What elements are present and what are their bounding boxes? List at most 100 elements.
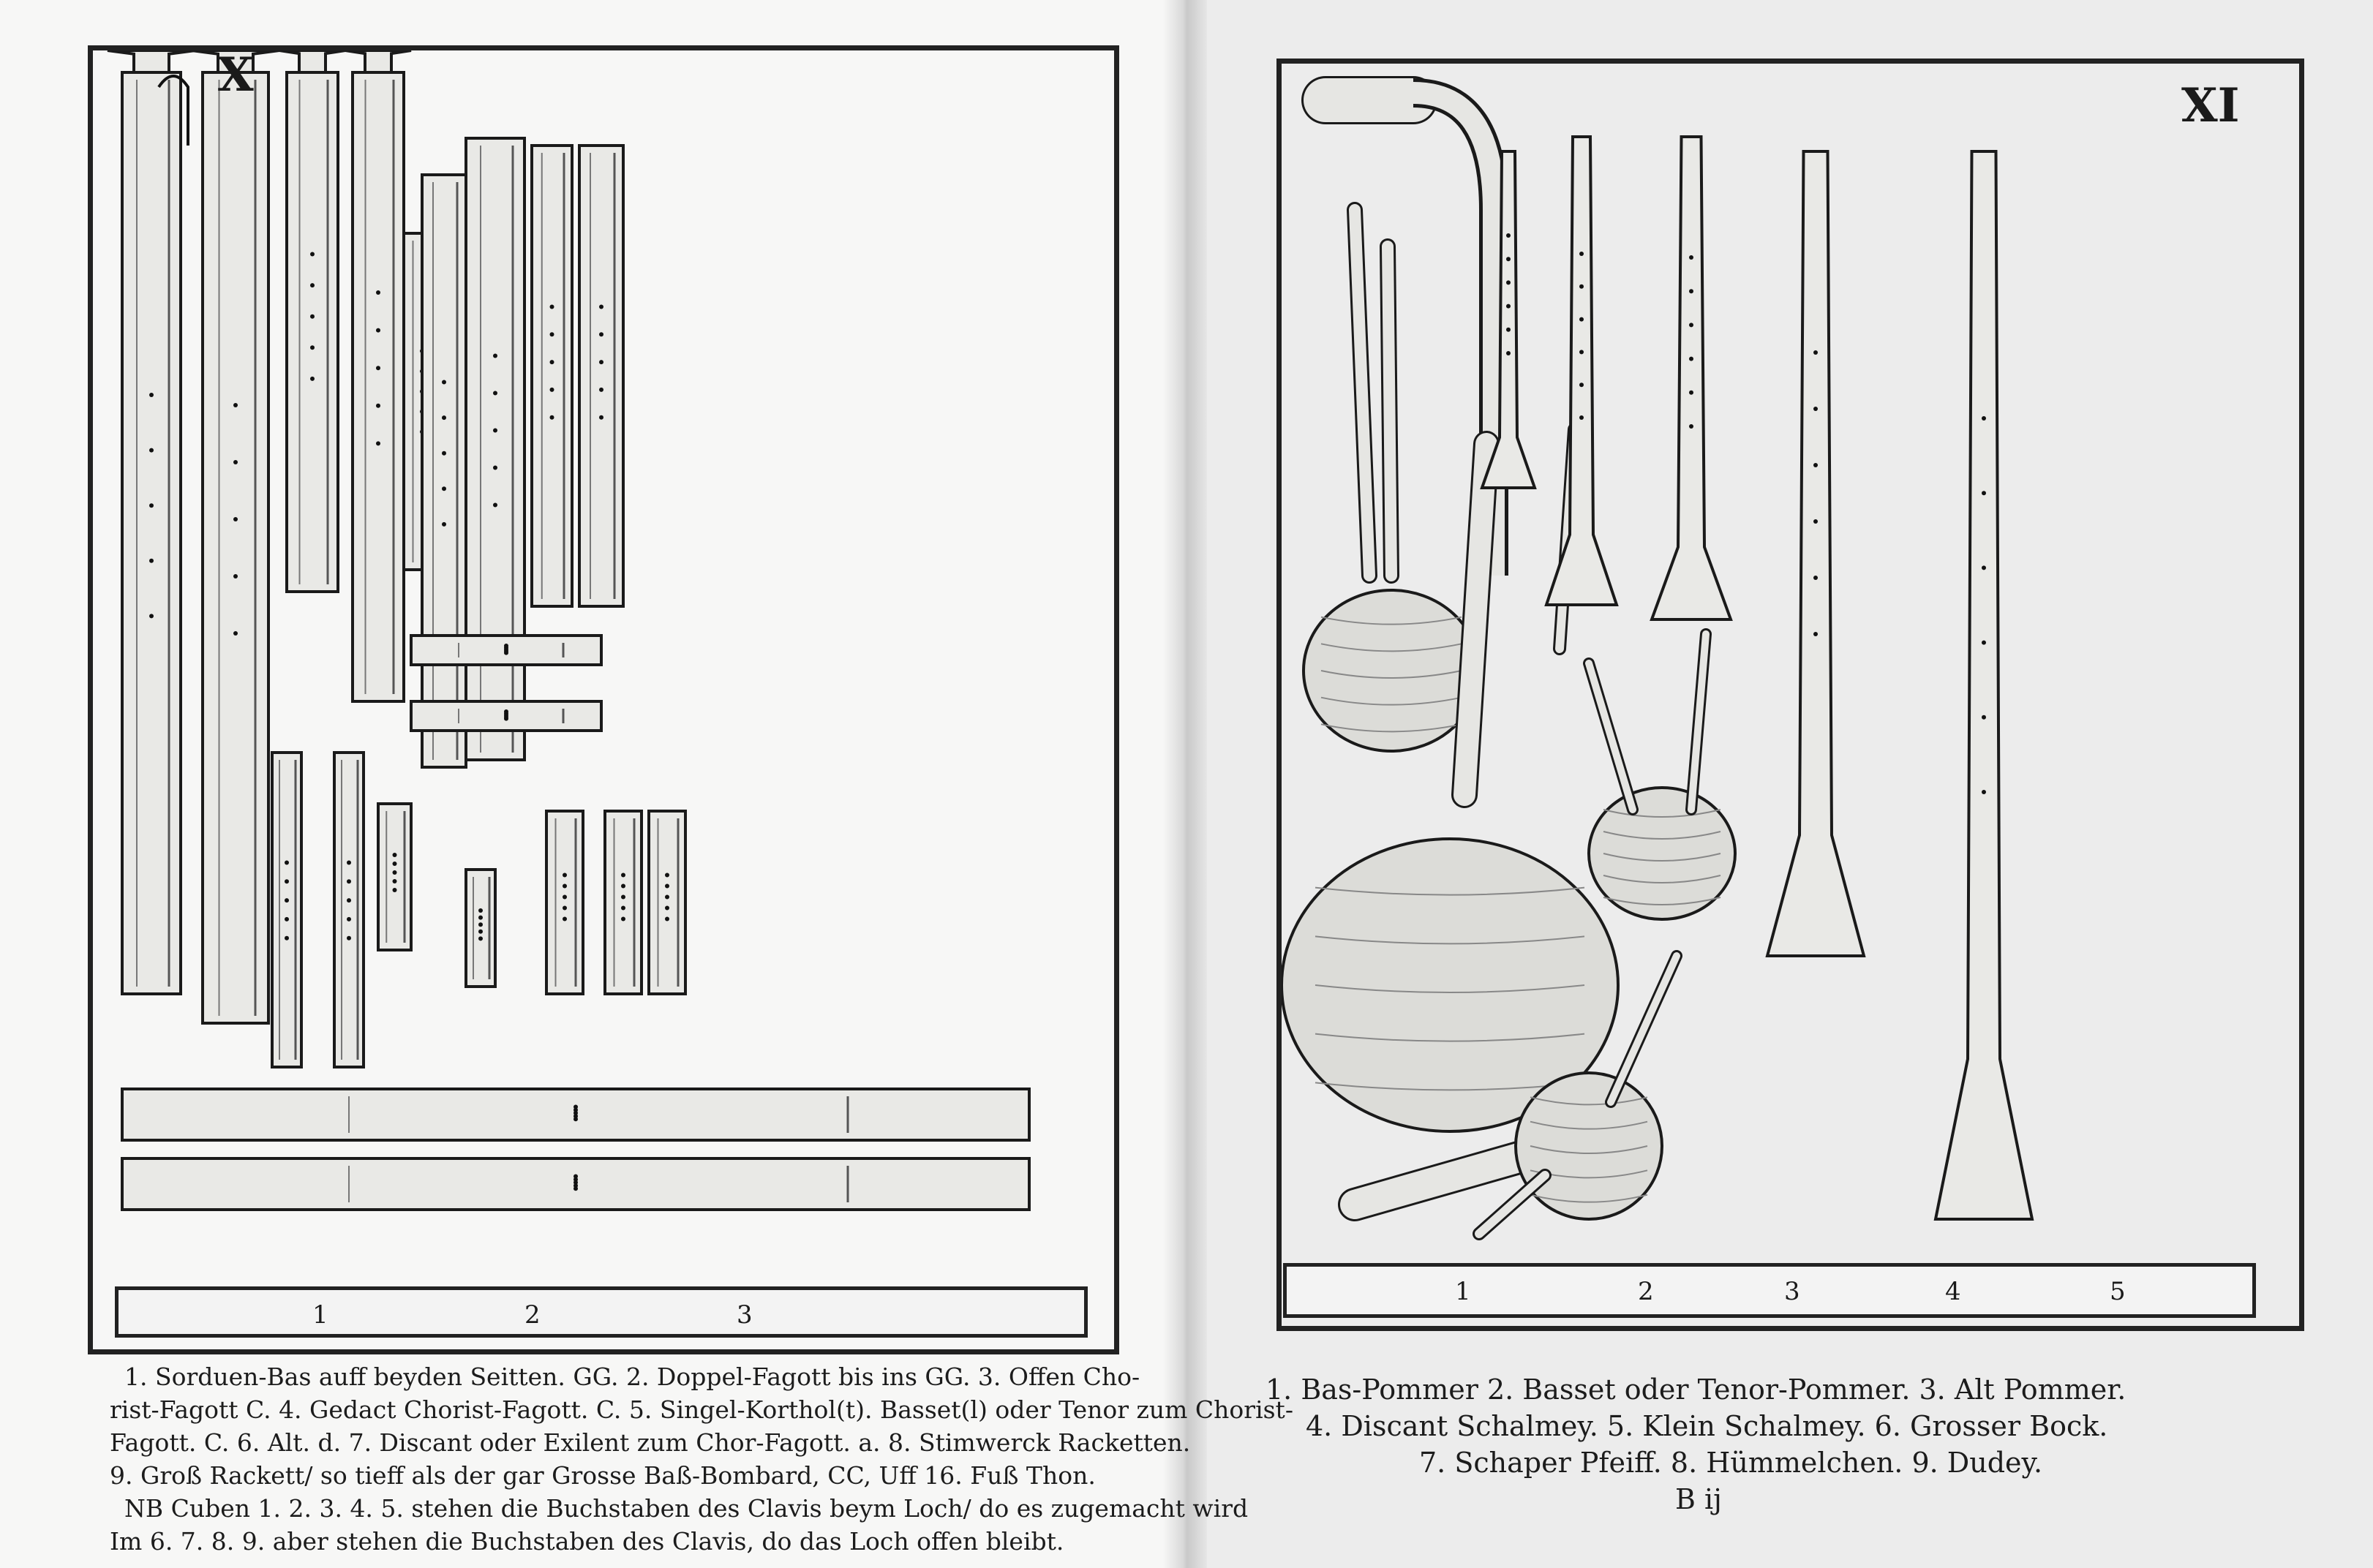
ruler-number: 1	[312, 1300, 328, 1330]
alto-bassoon-6-finger-hole	[285, 860, 289, 865]
discant-bassoon-7-finger-hole	[504, 650, 508, 655]
open-choir-bassoon-finger-hole	[310, 314, 315, 319]
hummelchen-drone-fill	[1607, 952, 1680, 1106]
sordun-bass	[121, 71, 182, 995]
open-choir-bassoon	[285, 71, 339, 593]
racket-8a-finger-hole	[392, 870, 397, 875]
plate-number: X	[217, 48, 254, 102]
alto-bassoon-6-finger-hole	[285, 898, 289, 903]
tenor-pommer-2-finger-hole	[1813, 350, 1818, 355]
plate-xi-frame: XI 1 2 3 4 5	[1276, 59, 2304, 1331]
korthol-5-finger-hole	[549, 332, 554, 337]
caption-line: Im 6. 7. 8. 9. aber stehen die Buchstabe…	[110, 1527, 1064, 1556]
bass-pommer-1-finger-hole	[1982, 491, 1986, 496]
korthol-5b-finger-hole	[599, 415, 603, 420]
scale-ruler: 1 2 3	[115, 1286, 1088, 1338]
racket-8a	[377, 802, 413, 951]
stopped-bassoon-2-finger-hole	[493, 353, 497, 358]
drone-7b-fill	[1382, 241, 1397, 581]
klein-schalmey-5-finger-hole	[1506, 280, 1511, 285]
alto-bassoon-6b	[333, 751, 365, 1068]
caption-line: rist-Fagott C. 4. Gedact Chorist-Fagott.…	[110, 1395, 1293, 1424]
racket-8b-finger-hole	[478, 908, 483, 913]
racket-8b-finger-hole	[478, 922, 483, 927]
double-bassoon-finger-hole	[233, 517, 238, 521]
bagpipe-bag-6-hatching	[1320, 696, 1462, 706]
chanter-pipe-fill	[1453, 433, 1497, 806]
racket-8c-finger-hole	[563, 883, 567, 889]
alto-bassoon-6b-finger-hole	[347, 916, 351, 921]
bass-pommer-1-finger-hole	[1982, 565, 1986, 570]
korthol-5b	[578, 144, 625, 608]
klein-schalmey-5-finger-hole	[1506, 327, 1511, 332]
alto-bassoon-6-finger-hole	[285, 879, 289, 884]
open-choir-bassoon-finger-hole	[310, 252, 315, 257]
alto-bassoon-6b-finger-hole	[347, 879, 351, 884]
klein-schalmey-5	[1480, 150, 1537, 489]
caption-line: 1. Bas-Pommer 2. Basset oder Tenor-Pomme…	[1266, 1373, 2126, 1406]
ruler-number: 5	[2110, 1277, 2126, 1306]
double-bassoon-finger-hole	[233, 403, 238, 407]
tenor-pommer-2	[1765, 150, 1866, 957]
korthol-5-finger-hole	[549, 360, 554, 365]
stopped-bassoon-2-finger-hole	[493, 428, 497, 433]
discant-schalmey-4-finger-hole	[1579, 252, 1584, 256]
choir-bassoon	[351, 71, 405, 703]
stopped-bassoon-finger-hole	[442, 415, 446, 421]
open-choir-bassoon-finger-hole	[310, 283, 315, 288]
great-racket-upper-finger-hole	[573, 1107, 578, 1112]
plate-xi-caption: 1. Bas-Pommer 2. Basset oder Tenor-Pomme…	[1266, 1371, 2126, 1518]
bagpipe-bag-6-hatching	[1320, 643, 1462, 652]
racket-8c-finger-hole	[563, 916, 567, 921]
book-gutter	[1163, 0, 1207, 1568]
alt-pommer-3-finger-hole	[1689, 356, 1693, 361]
dudey-bag-hatching	[1603, 897, 1721, 905]
caption-line: 7. Schaper Pfeiff. 8. Hümmelchen. 9. Dud…	[1419, 1447, 2043, 1479]
discant-schalmey-4-finger-hole	[1579, 317, 1584, 322]
discant-schalmey-4-finger-hole	[1579, 415, 1584, 420]
racket-8e	[647, 810, 687, 995]
stopped-bassoon	[421, 173, 467, 769]
racket-8e-finger-hole	[665, 916, 669, 921]
great-racket-lower-finger-hole	[573, 1177, 578, 1182]
sordun-bass-finger-hole	[149, 393, 154, 397]
open-choir-bassoon-finger-hole	[310, 376, 315, 381]
racket-8d-finger-hole	[621, 905, 625, 911]
ruler-number: 4	[1945, 1277, 1961, 1306]
klein-schalmey-5-finger-hole	[1506, 257, 1511, 262]
dudey-bag-hatching	[1603, 831, 1721, 840]
tenor-pommer-2-finger-hole	[1813, 632, 1818, 636]
klein-schalmey-5-finger-hole	[1506, 233, 1511, 238]
alt-pommer-3-finger-hole	[1689, 424, 1693, 429]
sordun-bass-finger-hole	[149, 448, 154, 453]
ruler-number: 3	[1784, 1277, 1800, 1306]
hummelchen-bag-hatching	[1530, 1096, 1648, 1106]
plate-xi-engraving	[1282, 76, 2034, 1240]
racket-8d	[603, 810, 643, 995]
hummelchen-bag-hatching	[1530, 1145, 1648, 1154]
alt-pommer-3-finger-hole	[1689, 289, 1693, 294]
signature-mark: B ij	[1675, 1483, 1722, 1515]
racket-8e-finger-hole	[665, 894, 669, 900]
dudey-bag	[1587, 786, 1737, 921]
racket-8a-finger-hole	[392, 853, 397, 857]
korthol-5b-finger-hole	[599, 360, 603, 365]
bagpipe-bag-6-hatching	[1320, 616, 1462, 625]
caption-line: 9. Groß Rackett/ so tieff als der gar Gr…	[110, 1461, 1096, 1490]
racket-8a-finger-hole	[392, 888, 397, 892]
racket-8e-finger-hole	[665, 872, 669, 878]
plate-x-frame: X 1 2 3	[88, 45, 1119, 1354]
choir-bassoon-finger-hole	[376, 366, 380, 371]
stopped-bassoon-finger-hole	[442, 380, 446, 385]
plate-x-caption: 1. Sorduen-Bas auff beyden Seitten. GG. …	[110, 1360, 1293, 1558]
discant-schalmey-4-finger-hole	[1579, 382, 1584, 388]
caption-line: NB Cuben 1. 2. 3. 4. 5. stehen die Buchs…	[124, 1494, 1249, 1523]
grosser-bock-bag-hatching	[1315, 935, 1585, 945]
ruler-number: 2	[524, 1300, 541, 1330]
bass-pommer-1-finger-hole	[1982, 715, 1986, 720]
hummelchen-bag-hatching	[1530, 1120, 1648, 1130]
korthol-5b-finger-hole	[599, 387, 603, 392]
grosser-bock-bag-hatching	[1315, 984, 1585, 993]
great-racket-upper-finger-hole	[573, 1104, 578, 1109]
stopped-bassoon-finger-hole	[442, 521, 446, 527]
